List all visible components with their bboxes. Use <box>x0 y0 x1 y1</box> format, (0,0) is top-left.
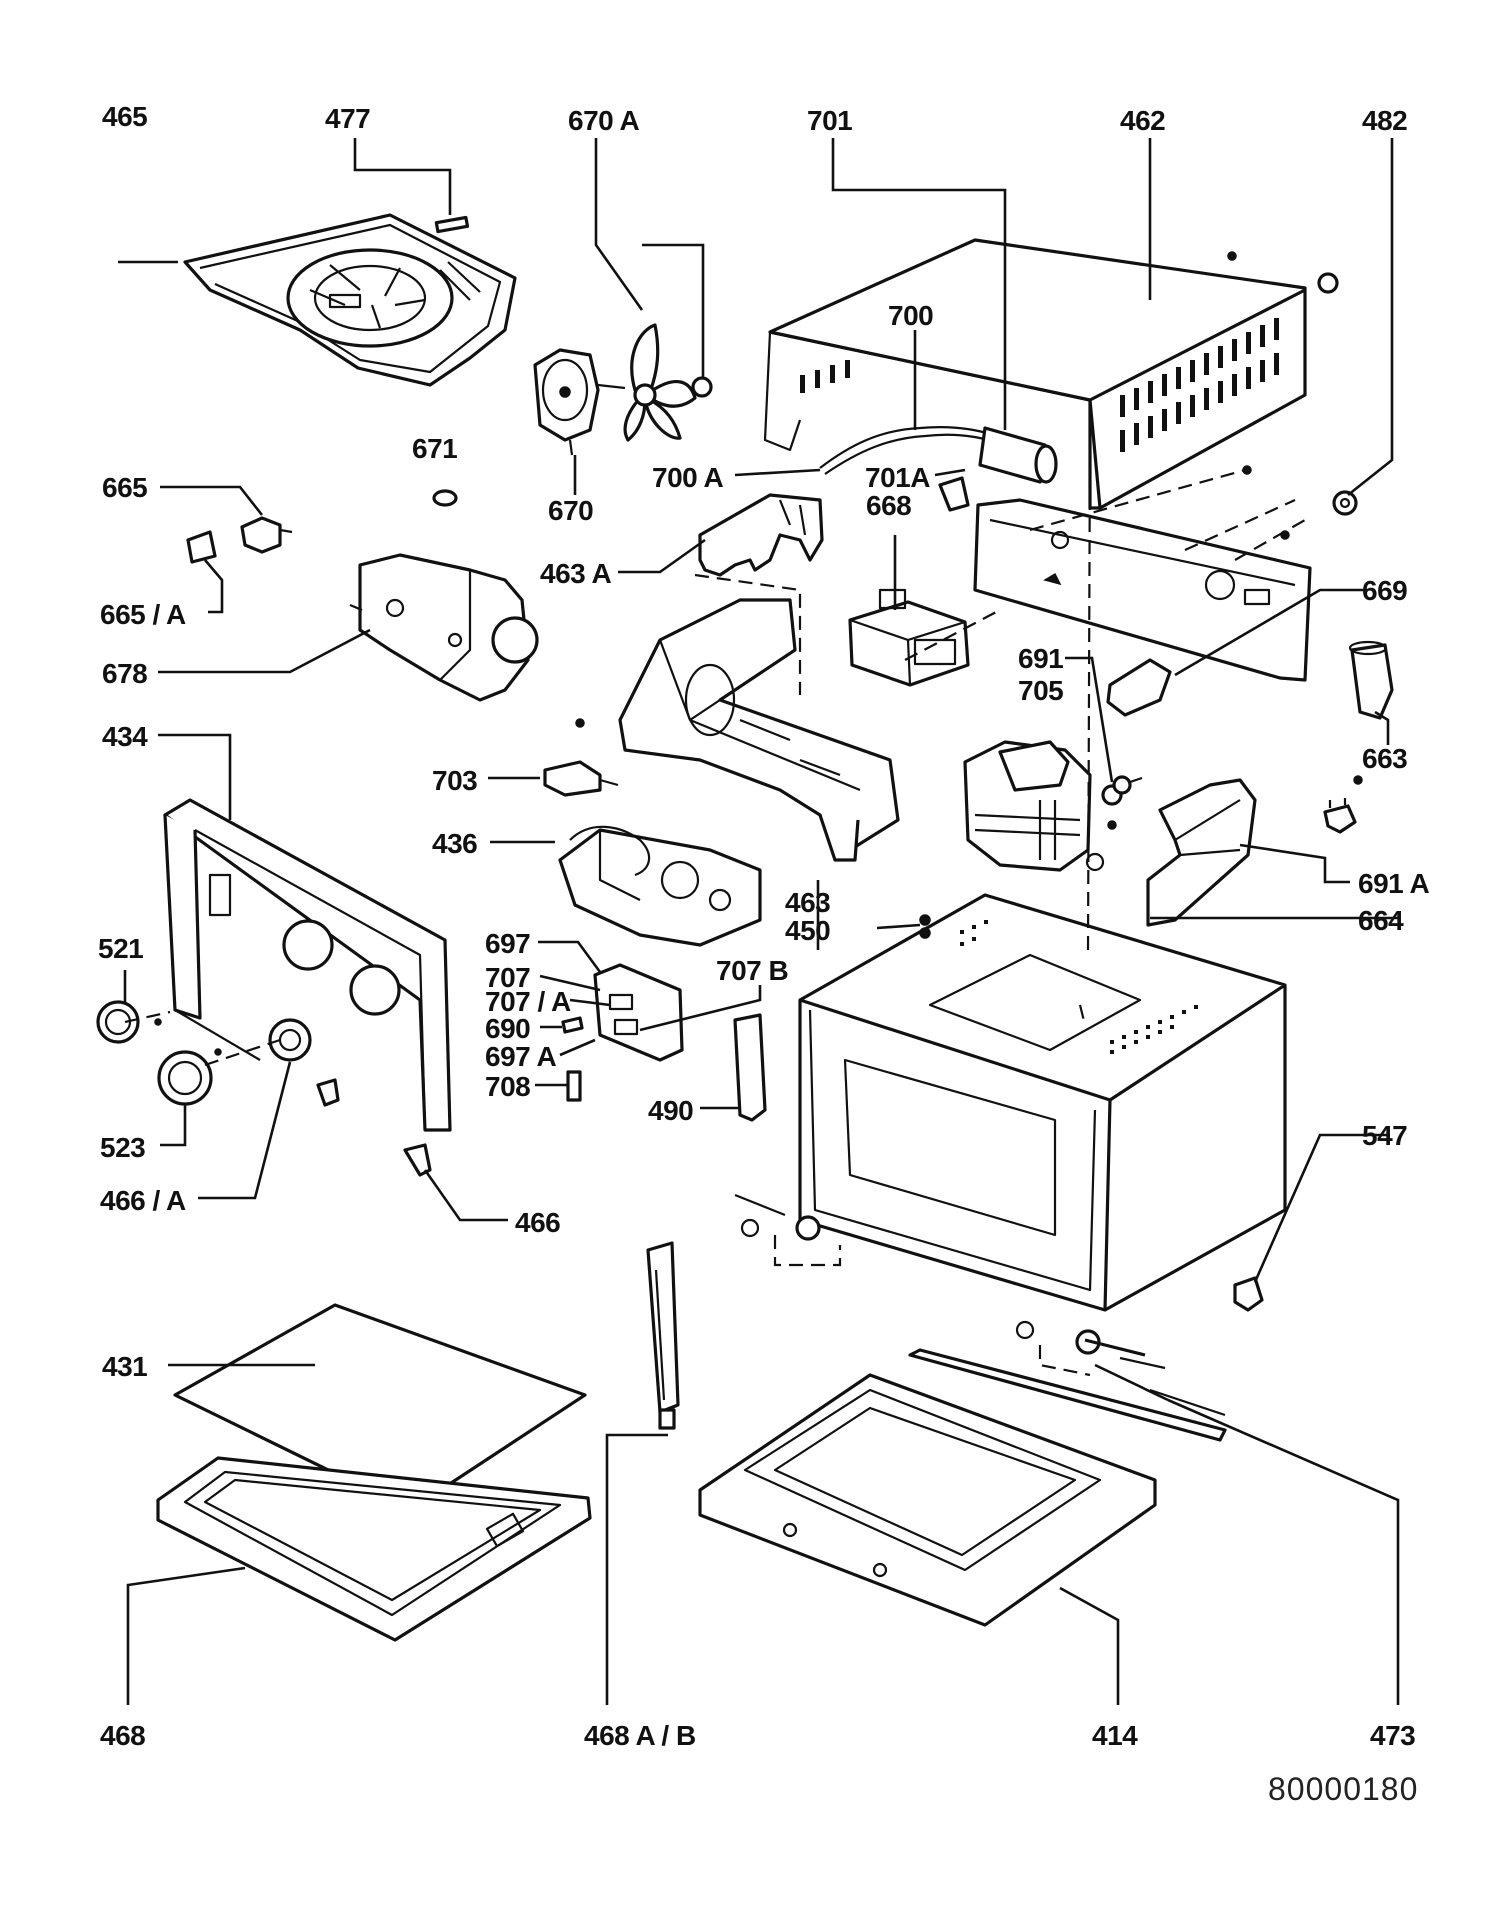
part-691a-sensor <box>1323 798 1357 834</box>
label-697: 697 <box>485 928 530 959</box>
part-523-knob <box>157 1050 213 1106</box>
label-670a: 670 A <box>568 105 639 136</box>
part-labels: 465 477 670 A 701 462 482 700 671 700 A … <box>98 101 1430 1751</box>
label-468ab: 468 A / B <box>584 1720 696 1751</box>
label-468: 468 <box>100 1720 145 1751</box>
part-473-door-hinge <box>908 1338 1227 1442</box>
label-671: 671 <box>412 433 457 464</box>
part-463-chassis <box>575 598 900 862</box>
label-490: 490 <box>648 1095 693 1126</box>
part-670-fan-motor <box>533 348 626 456</box>
part-703-interlock-switch <box>543 760 619 797</box>
label-466a: 466 / A <box>100 1185 186 1216</box>
part-663-thermal-fuse <box>1348 640 1394 720</box>
label-669: 669 <box>1362 575 1407 606</box>
part-547-foot <box>1233 1276 1264 1312</box>
part-477-bolt <box>434 215 470 234</box>
label-701a: 701A <box>865 462 930 493</box>
part-701a-bracket <box>938 476 970 512</box>
label-466: 466 <box>515 1207 560 1238</box>
label-707b: 707 B <box>716 955 788 986</box>
label-707: 707 <box>485 962 530 993</box>
part-468-door-frame <box>156 1456 592 1642</box>
part-664-air-duct <box>1146 778 1257 927</box>
label-414: 414 <box>1092 1720 1138 1751</box>
part-434-control-panel <box>163 798 452 1132</box>
part-697-switch-holder <box>593 963 684 1062</box>
label-708: 708 <box>485 1071 530 1102</box>
label-700a: 700 A <box>652 462 723 493</box>
part-701-hv-capacitor <box>978 426 1058 484</box>
label-691a: 691 A <box>1358 868 1429 899</box>
part-665-lamp-holder <box>240 516 293 554</box>
part-463a-duct-bracket <box>698 493 824 577</box>
label-668: 668 <box>866 490 911 521</box>
part-468ab-hinge-rail <box>646 1241 680 1430</box>
label-665a: 665 / A <box>100 599 186 630</box>
part-466-clip <box>316 1078 432 1177</box>
part-670a-fan-blade <box>623 323 713 442</box>
part-414-door <box>698 1373 1157 1627</box>
part-691-thermal-cutout <box>1107 775 1143 830</box>
label-697a: 697 A <box>485 1041 556 1072</box>
part-521-knob <box>96 1000 140 1044</box>
label-678: 678 <box>102 658 147 689</box>
part-screws <box>154 465 1363 1056</box>
part-690-pin <box>561 1016 584 1034</box>
label-691: 691 <box>1018 643 1063 674</box>
part-668-transformer <box>848 588 970 687</box>
label-431: 431 <box>102 1351 147 1382</box>
label-473: 473 <box>1370 1720 1415 1751</box>
label-701: 701 <box>807 105 852 136</box>
part-436-switch-assembly <box>558 825 762 947</box>
label-670: 670 <box>548 495 593 526</box>
part-671-washer <box>432 489 458 507</box>
part-669-rear-panel <box>973 498 1312 717</box>
part-665a-lamp <box>186 530 217 564</box>
label-434: 434 <box>102 721 148 752</box>
part-482-foot <box>1317 272 1358 516</box>
label-690: 690 <box>485 1013 530 1044</box>
label-707a: 707 / A <box>485 986 571 1017</box>
part-705-magnetron <box>963 740 1123 872</box>
label-465: 465 <box>102 101 147 132</box>
label-547: 547 <box>1362 1120 1407 1151</box>
label-463a: 463 A <box>540 558 611 589</box>
drawing-code: 80000180 <box>1268 1771 1418 1807</box>
label-665: 665 <box>102 472 147 503</box>
part-678-timer-switch <box>349 553 539 702</box>
part-hinge-left <box>734 1193 821 1241</box>
part-708-spring <box>566 1070 582 1102</box>
label-463: 463 <box>785 887 830 918</box>
leader-lines <box>118 138 1400 1705</box>
label-482: 482 <box>1362 105 1407 136</box>
label-703: 703 <box>432 765 477 796</box>
label-450: 450 <box>785 915 830 946</box>
label-700: 700 <box>888 300 933 331</box>
label-436: 436 <box>432 828 477 859</box>
part-490-door-hook <box>733 1013 767 1122</box>
label-523: 523 <box>100 1132 145 1163</box>
label-663: 663 <box>1362 743 1407 774</box>
label-462: 462 <box>1120 105 1165 136</box>
label-664: 664 <box>1358 905 1404 936</box>
assembly-dashed-lines <box>124 429 1306 1377</box>
part-oven-cavity <box>798 893 1287 1312</box>
part-466a-knob-ring <box>268 1018 312 1062</box>
part-462-outer-cabinet <box>763 238 1307 510</box>
label-705: 705 <box>1018 675 1063 706</box>
part-465-motor-bracket <box>183 213 517 387</box>
label-477: 477 <box>325 103 370 134</box>
label-521: 521 <box>98 933 143 964</box>
